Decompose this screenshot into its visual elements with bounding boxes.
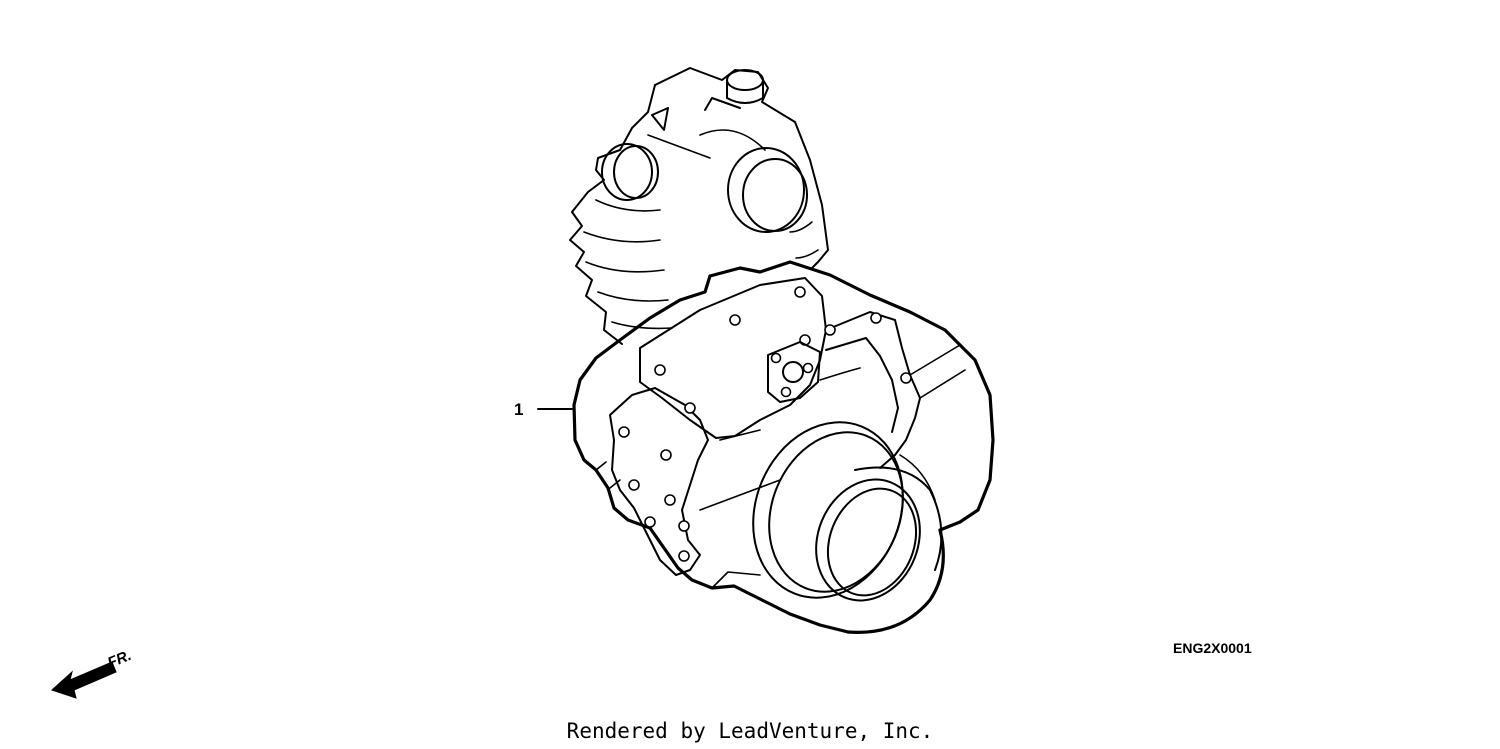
rendered-by-footer: Rendered by LeadVenture, Inc.	[567, 719, 934, 743]
callout-1[interactable]: 1	[514, 400, 573, 419]
engine-gasket-kit-illustration[interactable]	[569, 67, 995, 634]
front-direction-indicator: FR.	[51, 647, 134, 699]
callout-number: 1	[514, 400, 523, 419]
crankcase-gasket	[609, 387, 781, 589]
front-arrow-icon	[51, 661, 117, 699]
side-cover-gasket	[819, 311, 966, 469]
front-label: FR.	[105, 647, 134, 672]
crankcase-outline	[572, 260, 995, 634]
cylinder-head-outline	[569, 67, 829, 345]
head-gasket	[639, 277, 827, 439]
o-ring-seals	[752, 421, 943, 602]
diagram-reference-code: ENG2X0001	[1173, 640, 1252, 656]
